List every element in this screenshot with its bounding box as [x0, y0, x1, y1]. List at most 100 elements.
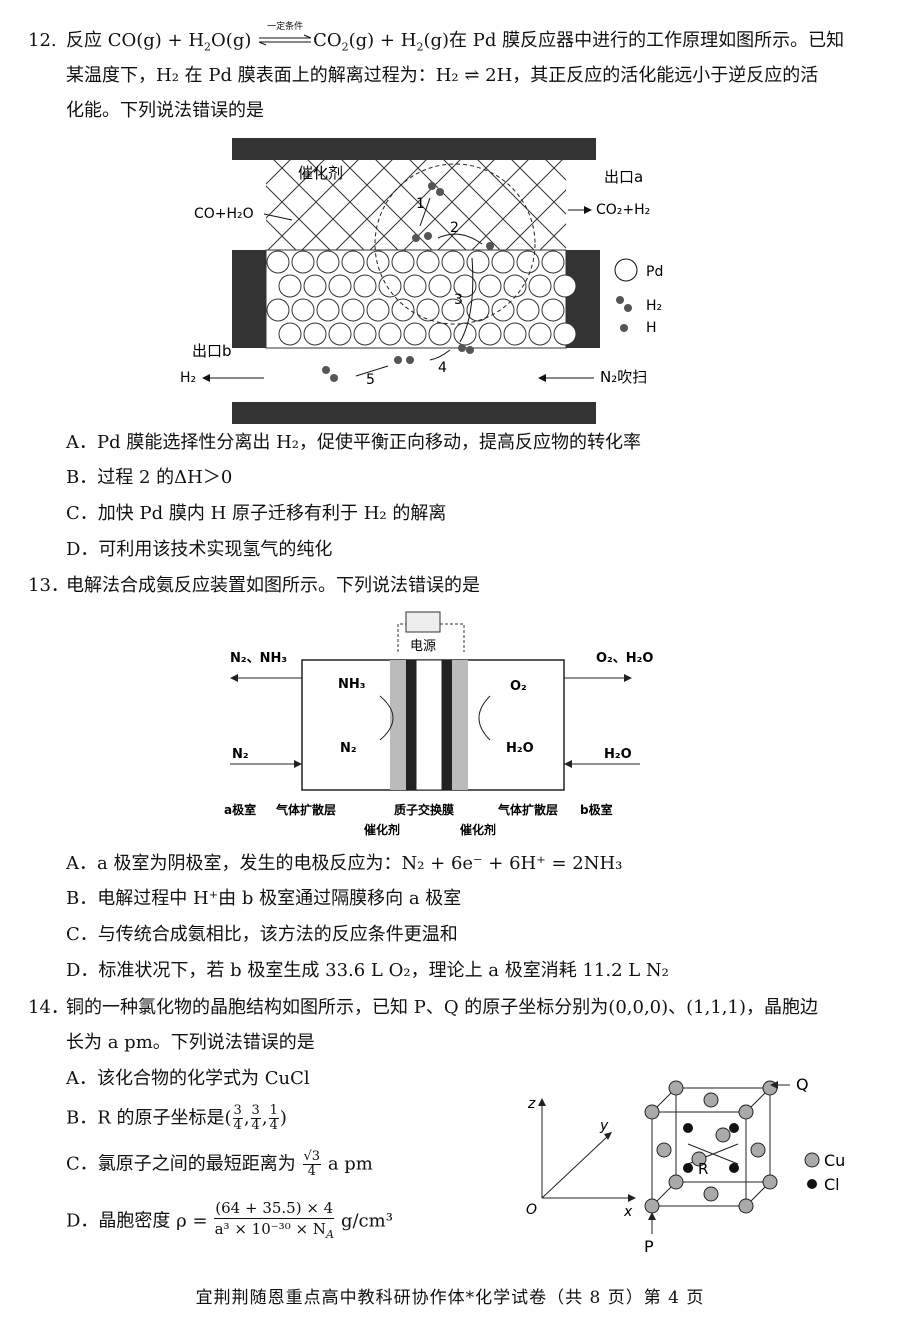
right-low-species: H₂O	[506, 741, 534, 756]
pd-atom-icon	[428, 322, 452, 346]
question-13-number: 13．	[28, 575, 69, 596]
gas-diffusion-layer-right	[452, 660, 468, 790]
h2-molecule-icon	[428, 182, 444, 196]
axis-y-label: y	[599, 1118, 609, 1134]
gdl-right-label: 气体扩散层	[497, 802, 558, 817]
reaction-condition: 一定条件	[267, 22, 304, 32]
catalyst-left	[406, 660, 416, 790]
question-14-number: 14．	[28, 997, 69, 1018]
pd-atom-icon	[528, 274, 552, 298]
pd-atom-icon	[316, 250, 340, 274]
q-label: Q	[796, 1075, 809, 1094]
pd-atom-icon	[453, 322, 477, 346]
h2-outlet-molecule-icon	[322, 366, 338, 382]
outlet-b-gas: H₂	[180, 370, 196, 386]
pd-atom-icon	[466, 298, 490, 322]
pd-atom-icon	[478, 322, 502, 346]
question-14-stem-line1: 铜的一种氯化物的晶胞结构如图所示，已知 P、Q 的原子坐标分别为(0,0,0)、…	[66, 997, 818, 1018]
pd-atom-icon	[353, 274, 377, 298]
legend-cu-icon	[804, 1152, 820, 1168]
pd-atom-icon	[341, 250, 365, 274]
pd-atom-icon	[403, 274, 427, 298]
origin-label: O	[526, 1202, 537, 1218]
question-13-option-d[interactable]: D．标准状况下，若 b 极室生成 33.6 L O₂，理论上 a 极室消耗 11…	[66, 960, 669, 981]
step-4-label: 4	[438, 360, 447, 376]
pd-atom-icon	[491, 250, 515, 274]
legend-cl-label: Cl	[824, 1175, 840, 1194]
cu-atom-icon	[691, 1151, 707, 1167]
reactor-top-wall	[232, 138, 596, 160]
membrane-holder-left	[232, 250, 266, 348]
catalyst-right-label: 催化剂	[460, 822, 496, 837]
legend-h2-label: H₂	[646, 298, 662, 314]
pd-atom-icon	[391, 298, 415, 322]
question-12-option-d[interactable]: D．可利用该技术实现氢气的纯化	[66, 539, 333, 560]
question-13-stem: 电解法合成氨反应装置如图所示。下列说法错误的是	[66, 575, 480, 596]
pd-atom-icon	[378, 274, 402, 298]
crystal-cell-figure: z x y O Q R P Cu Cl	[526, 1075, 845, 1256]
question-12-stem-line1: 反应 CO(g) + H2O(g) 一定条件 CO2(g) + H2(g)在 P…	[66, 22, 844, 61]
pd-atom-icon	[516, 298, 540, 322]
pd-atom-icon	[403, 322, 427, 346]
question-13-option-c[interactable]: C．与传统合成氨相比，该方法的反应条件更温和	[66, 924, 458, 945]
question-12-option-b[interactable]: B．过程 2 的ΔH＞0	[66, 467, 233, 488]
question-12-option-a[interactable]: A．Pd 膜能选择性分离出 H₂，促使平衡正向移动，提高反应物的转化率	[66, 432, 641, 453]
step-1-label: 1	[416, 196, 425, 212]
page-footer: 宜荆荆随恩重点高中教科研协作体*化学试卷（共 8 页）第 4 页	[195, 1288, 705, 1308]
pd-atom-icon	[303, 274, 327, 298]
legend-h-label: H	[646, 320, 657, 336]
catalyst-label: 催化剂	[298, 164, 343, 182]
pd-atom-icon	[366, 298, 390, 322]
cu-atom-icon	[644, 1198, 660, 1214]
question-13-option-a[interactable]: A．a 极室为阴极室，发生的电极反应为：N₂ + 6e⁻ + 6H⁺ = 2NH…	[66, 853, 623, 874]
pd-atom-icon	[278, 274, 302, 298]
question-14-option-a[interactable]: A．该化合物的化学式为 CuCl	[66, 1068, 310, 1089]
zoom-circle	[374, 163, 536, 325]
catalyst-left-label: 催化剂	[364, 822, 400, 837]
question-12-stem-line2: 某温度下，H₂ 在 Pd 膜表面上的解离过程为：H₂ ⇌ 2H，其正反应的活化能…	[66, 65, 819, 86]
left-top-gas: N₂、NH₃	[230, 651, 287, 666]
pd-atom-icon	[353, 322, 377, 346]
legend-h-icon	[620, 324, 628, 332]
pd-atom-icon	[378, 322, 402, 346]
pem-label: 质子交换膜	[394, 802, 454, 817]
p-label: P	[644, 1237, 654, 1256]
left-inlet-gas: N₂	[232, 747, 249, 762]
left-mid-species: NH₃	[338, 677, 365, 692]
question-13-option-b[interactable]: B．电解过程中 H⁺由 b 极室通过隔膜移向 a 极室	[66, 888, 462, 909]
equilibrium-arrow-icon	[258, 34, 312, 46]
legend-pd-icon	[614, 258, 638, 282]
pd-atom-icon	[528, 322, 552, 346]
pd-atom-icon	[491, 298, 515, 322]
b-chamber-label: b极室	[580, 802, 613, 817]
pd-atom-icon	[366, 250, 390, 274]
pd-atom-icon	[266, 250, 290, 274]
pd-atom-icon	[478, 274, 502, 298]
pd-atom-icon	[328, 322, 352, 346]
pd-atom-icon	[341, 298, 365, 322]
cl-atoms	[683, 1123, 739, 1173]
cu-atom-icon	[644, 1104, 660, 1120]
axis-x-label: x	[623, 1204, 633, 1220]
pd-atom-icon	[453, 274, 477, 298]
right-mid-species: O₂	[510, 679, 527, 694]
outlet-b-label: 出口b	[192, 342, 232, 360]
pd-atom-icon	[541, 250, 565, 274]
pd-atom-icon	[316, 298, 340, 322]
catalyst-right	[442, 660, 452, 790]
h-adsorbed-icon	[412, 232, 432, 242]
question-12-option-c[interactable]: C．加快 Pd 膜内 H 原子迁移有利于 H₂ 的解离	[66, 503, 447, 524]
pd-atom-icon	[291, 250, 315, 274]
pd-atom-icon	[541, 298, 565, 322]
pd-atom-icon	[266, 298, 290, 322]
cu-atom-icon	[715, 1127, 731, 1143]
legend-pd-label: Pd	[646, 264, 663, 280]
h2-desorbed-icon	[394, 356, 414, 364]
cu-atom-icon	[703, 1092, 719, 1108]
pd-membrane-reactor-figure: 催化剂 1 2 3 4 5 CO+H₂O 出口a CO₂+H₂ 出口b H₂ N…	[180, 138, 663, 424]
question-12-number: 12.	[28, 30, 57, 51]
cu-atom-icon	[668, 1174, 684, 1190]
